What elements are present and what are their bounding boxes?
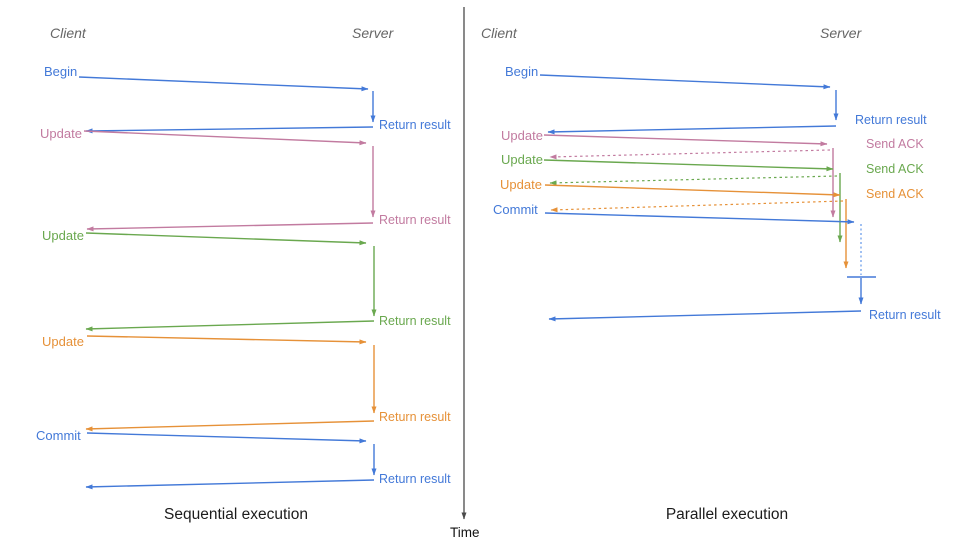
request-label: Commit (36, 428, 81, 443)
response-label: Return result (379, 118, 451, 132)
request-label: Update (501, 128, 543, 143)
request-arrow (543, 159, 834, 172)
server-header: Server (820, 25, 863, 41)
response-arrow (86, 222, 374, 232)
ack-arrow (549, 149, 831, 160)
response-label: Send ACK (866, 187, 924, 201)
seq-message-commit: Commit Return result (36, 428, 451, 490)
request-arrow (78, 76, 369, 92)
parallel-caption: Parallel execution (666, 506, 788, 523)
response-label: Return result (869, 308, 941, 322)
request-arrow (543, 134, 828, 147)
sequential-panel: Client Server Begin Return result Update… (36, 25, 451, 523)
request-label: Update (40, 126, 82, 141)
client-header: Client (481, 25, 518, 41)
response-label: Return result (379, 410, 451, 424)
request-arrow (544, 184, 841, 198)
response-label: Return result (379, 314, 451, 328)
ack-arrow (550, 200, 844, 213)
par-message-update-3: Update Send ACK (500, 177, 924, 269)
par-message-update-1: Update Send ACK (501, 128, 924, 218)
response-label: Return result (855, 113, 927, 127)
response-arrow (548, 310, 862, 322)
parallel-panel: Client Server Begin Return result Update… (481, 25, 941, 523)
response-label: Send ACK (866, 162, 924, 176)
response-label: Return result (379, 213, 451, 227)
seq-message-begin: Begin Return result (44, 64, 451, 134)
request-arrow (86, 335, 367, 345)
request-arrow (83, 130, 367, 146)
request-label: Commit (493, 202, 538, 217)
response-label: Return result (379, 472, 451, 486)
response-arrow (85, 479, 375, 490)
response-arrow (547, 125, 837, 135)
seq-message-update-1: Update Return result (40, 126, 451, 232)
request-label: Begin (44, 64, 77, 79)
par-message-begin: Begin Return result (505, 64, 927, 135)
par-message-commit: Commit Return result (493, 202, 941, 322)
request-arrow (86, 432, 367, 444)
seq-message-update-2: Update Return result (42, 228, 451, 332)
response-label: Send ACK (866, 137, 924, 151)
response-arrow (85, 126, 374, 134)
request-arrow (539, 74, 831, 90)
time-axis: Time (450, 7, 480, 540)
ack-arrow (549, 175, 838, 186)
server-header: Server (352, 25, 395, 41)
time-axis-label: Time (450, 525, 480, 540)
client-header: Client (50, 25, 87, 41)
request-label: Update (500, 177, 542, 192)
request-arrow (85, 232, 367, 246)
request-label: Begin (505, 64, 538, 79)
par-message-update-2: Update Send ACK (501, 152, 924, 243)
request-label: Update (42, 334, 84, 349)
request-label: Update (501, 152, 543, 167)
request-label: Update (42, 228, 84, 243)
sequential-caption: Sequential execution (164, 506, 308, 523)
seq-message-update-3: Update Return result (42, 334, 451, 432)
response-arrow (85, 420, 375, 432)
request-arrow (544, 212, 855, 225)
response-arrow (85, 320, 375, 332)
